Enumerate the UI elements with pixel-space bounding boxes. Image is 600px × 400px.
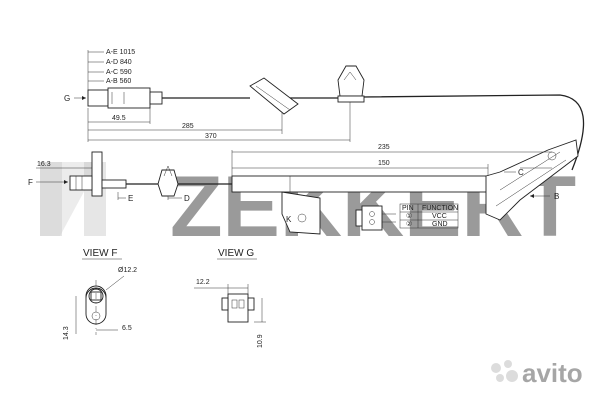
point-c-label: C: [518, 168, 524, 177]
mounting-bracket: [281, 191, 321, 235]
view-g: VIEW G 12.2 10.9: [194, 248, 266, 348]
dim-49-5: 49.5: [112, 115, 126, 122]
grommet: [249, 77, 299, 115]
dim-235: 235: [378, 144, 390, 151]
clip-d: [157, 169, 179, 197]
avito-text: avito: [522, 358, 583, 388]
length-a-d: A-D 840: [106, 59, 132, 66]
point-f-label: F: [28, 178, 33, 187]
connector-housing: [107, 87, 151, 109]
length-a-e: A-E 1015: [106, 49, 135, 56]
bottom-dimensions: 235 150 16.3 F E D C B: [28, 144, 559, 203]
view-f-dim-14-3: 14.3: [63, 326, 70, 340]
svg-text:K: K: [286, 215, 292, 224]
sensor-assembly: K: [69, 139, 579, 235]
bracket-c: [485, 139, 579, 221]
view-f-title: VIEW F: [83, 248, 117, 259]
view-g-dim-10-9: 10.9: [257, 334, 264, 348]
point-g-label: G: [64, 94, 70, 103]
clip-top: [337, 65, 365, 97]
dim-16-3: 16.3: [37, 161, 51, 168]
sensor-tip: [69, 175, 93, 191]
cable-assembly-top: [87, 65, 585, 171]
point-b-label: B: [554, 192, 559, 201]
view-f: VIEW F Ø12.2 14.3 6.5: [63, 248, 137, 340]
point-e-label: E: [128, 194, 133, 203]
table-func-gnd: GND: [432, 221, 448, 228]
table-func-vcc: VCC: [432, 213, 447, 220]
view-g-title: VIEW G: [218, 248, 254, 259]
dim-285: 285: [182, 123, 194, 130]
top-dimensions: 49.5 285 370: [87, 102, 351, 142]
point-d-label: D: [184, 194, 190, 203]
protective-sleeve: [231, 175, 489, 193]
table-header-pin: PIN: [402, 205, 414, 212]
pin-function-table: PIN FUNCTION ① VCC ② GND: [399, 203, 459, 229]
length-a-c: A-C 590: [106, 69, 132, 76]
view-g-connector: [227, 293, 249, 323]
dim-150: 150: [378, 160, 390, 167]
avito-watermark: avito: [491, 358, 583, 388]
length-a-b: A-B 560: [106, 78, 131, 85]
table-pin-1: ①: [406, 212, 412, 220]
pin-connector: [355, 205, 396, 231]
sensor-flange: [91, 151, 103, 197]
view-f-diameter: Ø12.2: [118, 267, 137, 274]
connector-g: [87, 89, 109, 107]
view-g-dim-12-2: 12.2: [196, 279, 210, 286]
table-pin-2: ②: [406, 220, 412, 228]
table-header-function: FUNCTION: [422, 205, 458, 212]
length-callouts: A-E 1015 A-D 840 A-C 590 A-B 560 G: [64, 49, 135, 103]
dim-370: 370: [205, 133, 217, 140]
view-f-dim-6-5: 6.5: [122, 325, 132, 332]
